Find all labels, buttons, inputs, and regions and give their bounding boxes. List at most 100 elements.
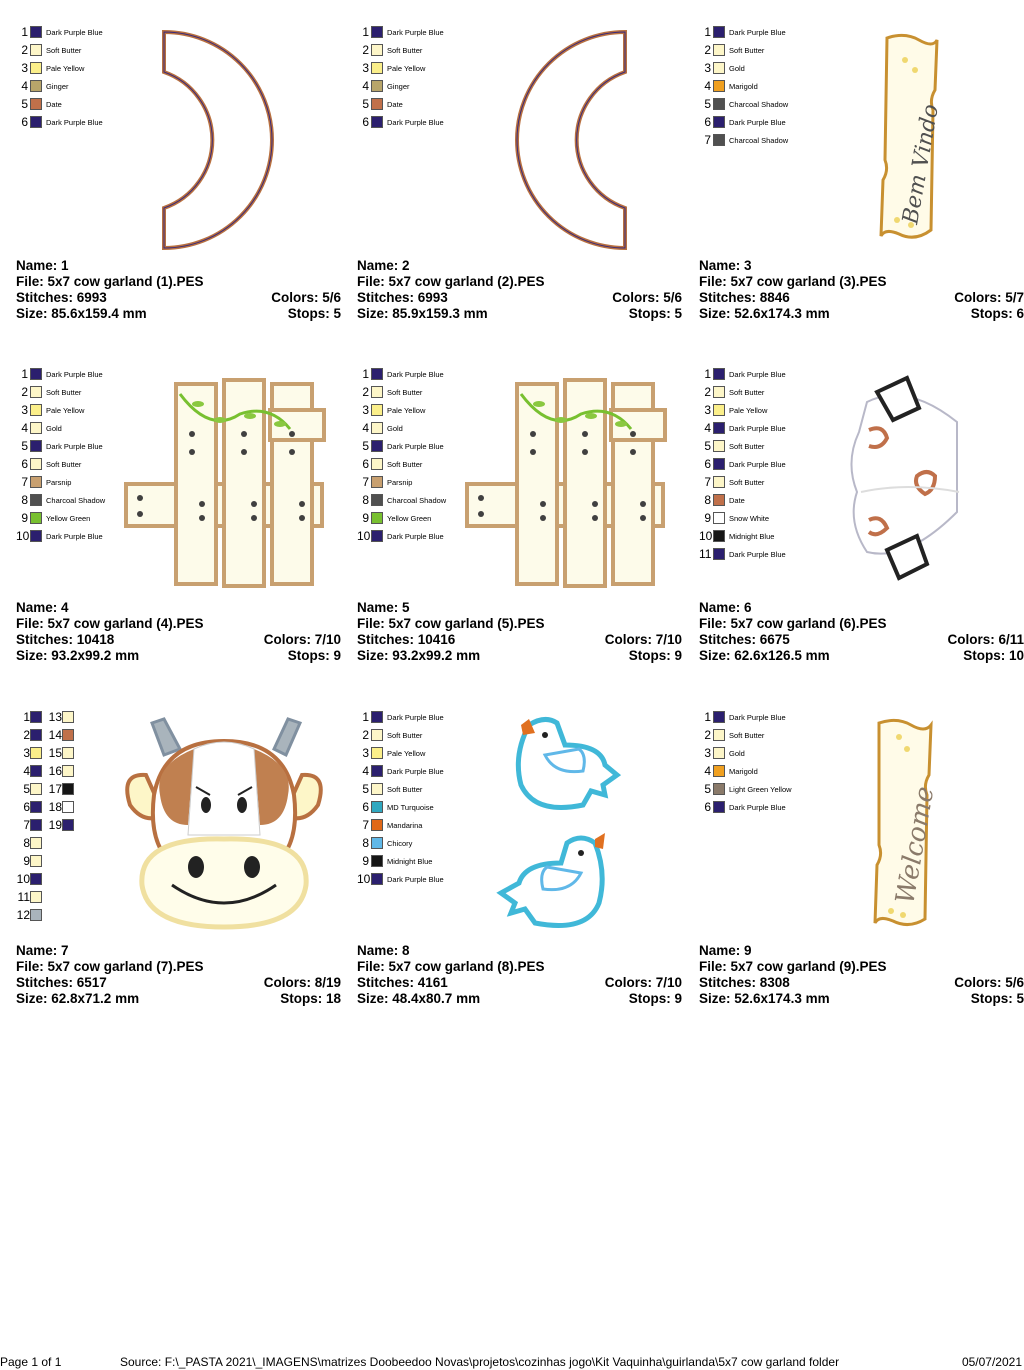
- color-swatch: [713, 386, 725, 398]
- legend-number: 3: [704, 403, 711, 417]
- legend-color-name: Ginger: [46, 82, 69, 91]
- color-swatch: [713, 494, 725, 506]
- legend-color-name: Dark Purple Blue: [46, 28, 103, 37]
- color-swatch: [30, 783, 42, 795]
- legend-color-name: Dark Purple Blue: [729, 460, 786, 469]
- legend-number: 4: [362, 79, 369, 93]
- color-swatch: [713, 458, 725, 470]
- color-swatch: [30, 909, 42, 921]
- legend-number: 5: [704, 782, 711, 796]
- legend-row: 3: [16, 747, 56, 765]
- color-swatch: [30, 837, 42, 849]
- legend-row: 8: [16, 837, 56, 855]
- color-swatch: [371, 765, 383, 777]
- footer-source: Source: F:\_PASTA 2021\_IMAGENS\matrizes…: [120, 1355, 840, 1369]
- legend-color-name: MD Turquoise: [387, 803, 434, 812]
- legend-number: 4: [362, 421, 369, 435]
- legend-color-name: Dark Purple Blue: [729, 803, 786, 812]
- color-swatch: [371, 386, 383, 398]
- color-swatch: [713, 80, 725, 92]
- color-swatch: [30, 440, 42, 452]
- design-info: Name: 3 File: 5x7 cow garland (3).PES St…: [699, 258, 1024, 321]
- color-swatch: [713, 116, 725, 128]
- legend-number: 5: [704, 439, 711, 453]
- legend-number: 3: [23, 746, 30, 760]
- color-swatch: [30, 711, 42, 723]
- legend-color-name: Ginger: [387, 82, 410, 91]
- color-swatch: [713, 729, 725, 741]
- color-swatch: [713, 747, 725, 759]
- legend-color-name: Gold: [46, 424, 62, 433]
- color-swatch: [713, 404, 725, 416]
- color-swatch: [371, 476, 383, 488]
- legend-number: 6: [362, 800, 369, 814]
- legend-color-name: Soft Butter: [46, 388, 82, 397]
- legend-number: 8: [362, 836, 369, 850]
- legend-color-name: Soft Butter: [729, 46, 765, 55]
- legend-number: 6: [704, 457, 711, 471]
- legend-number: 2: [704, 728, 711, 742]
- legend-color-name: Midnight Blue: [387, 857, 433, 866]
- color-swatch: [371, 26, 383, 38]
- legend-row: 16: [48, 765, 88, 783]
- legend-color-name: Soft Butter: [729, 442, 765, 451]
- legend-number: 6: [704, 800, 711, 814]
- color-swatch: [713, 512, 725, 524]
- fence-art: [124, 378, 326, 588]
- legend-number: 5: [704, 97, 711, 111]
- legend-color-name: Dark Purple Blue: [387, 532, 444, 541]
- bem-vindo-banner-art: Bem Vindo: [879, 33, 944, 239]
- color-swatch: [371, 494, 383, 506]
- legend-number: 8: [23, 836, 30, 850]
- legend-row: 10: [16, 873, 56, 891]
- design-info: Name: 8 File: 5x7 cow garland (8).PES St…: [357, 943, 682, 1006]
- legend-number: 2: [704, 385, 711, 399]
- half-ring-left-art: [515, 29, 627, 251]
- legend-number: 2: [21, 385, 28, 399]
- legend-number: 2: [23, 728, 30, 742]
- legend-color-name: Dark Purple Blue: [387, 118, 444, 127]
- legend-number: 7: [362, 818, 369, 832]
- legend-number: 8: [704, 493, 711, 507]
- legend-number: 1: [21, 25, 28, 39]
- legend-row: 1: [16, 711, 56, 729]
- legend-row: 19: [48, 819, 88, 837]
- legend-number: 4: [21, 79, 28, 93]
- legend-color-name: Midnight Blue: [729, 532, 775, 541]
- color-swatch: [713, 98, 725, 110]
- color-swatch: [30, 116, 42, 128]
- legend-color-name: Gold: [387, 424, 403, 433]
- half-ring-right-art: [162, 29, 274, 251]
- color-swatch: [371, 783, 383, 795]
- legend-color-name: Dark Purple Blue: [729, 118, 786, 127]
- color-swatch: [713, 548, 725, 560]
- legend-number: 5: [362, 97, 369, 111]
- legend-row: 18: [48, 801, 88, 819]
- legend-number: 2: [21, 43, 28, 57]
- color-swatch: [62, 765, 74, 777]
- design-info: Name: 5 File: 5x7 cow garland (5).PES St…: [357, 600, 682, 663]
- legend-row: 13: [48, 711, 88, 729]
- legend-number: 2: [704, 43, 711, 57]
- legend-row: 7: [16, 819, 56, 837]
- legend-color-name: Date: [729, 496, 745, 505]
- legend-color-name: Pale Yellow: [387, 64, 426, 73]
- color-swatch: [30, 891, 42, 903]
- color-swatch: [30, 368, 42, 380]
- legend-number: 7: [362, 475, 369, 489]
- legend-number: 10: [16, 872, 30, 886]
- welcome-banner-art: Welcome: [873, 718, 940, 926]
- legend-color-name: Dark Purple Blue: [387, 767, 444, 776]
- legend-number: 4: [704, 79, 711, 93]
- legend-color-name: Snow White: [729, 514, 770, 523]
- legend-color-name: Marigold: [729, 82, 758, 91]
- fence-art: [465, 378, 667, 588]
- legend-color-name: Yellow Green: [46, 514, 91, 523]
- cow-face-art: [125, 717, 323, 930]
- legend-color-name: Light Green Yellow: [729, 785, 792, 794]
- legend-color-name: Charcoal Shadow: [46, 496, 106, 505]
- color-swatch: [62, 729, 74, 741]
